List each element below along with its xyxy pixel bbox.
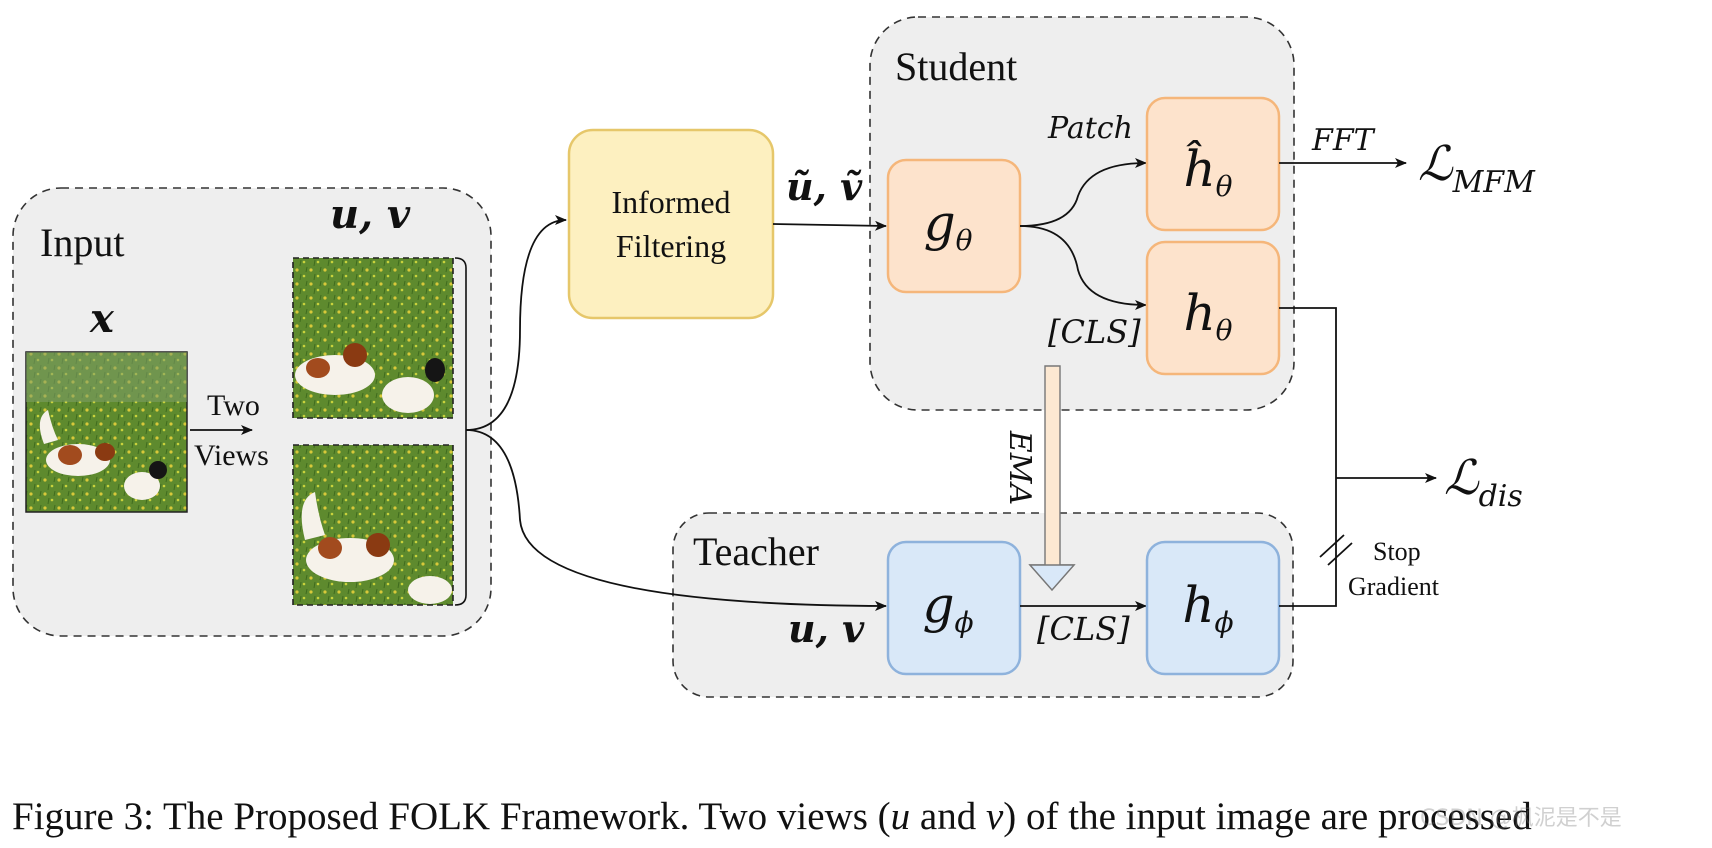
hphi-to-dis-line: [1279, 478, 1337, 607]
cls-teacher-label: [CLS]: [1037, 610, 1130, 648]
fft-label: FFT: [1311, 123, 1376, 158]
h-hat-theta-node: [1145, 96, 1281, 232]
cls-student-label: [CLS]: [1048, 313, 1141, 351]
htheta-to-dis-line: [1279, 307, 1337, 478]
watermark: CSDN @枫泥是不是: [1420, 806, 1622, 831]
folk-framework-diagram: Input Student Teacher x Two Views u, v: [12, 16, 1536, 698]
teacher-title: Teacher: [693, 529, 819, 574]
caption-suffix: ) of the input image are processed: [1003, 795, 1532, 838]
input-image: [25, 351, 188, 513]
g-theta-label: gθ: [924, 194, 973, 257]
views-bracket: [454, 257, 467, 606]
filter-label-line1: Informed: [611, 184, 730, 220]
h-hat-theta-label: ĥθ: [1183, 139, 1232, 203]
informed-filtering-node: [567, 128, 775, 320]
uv-top-label: u, v: [330, 191, 411, 238]
loss-dis: ℒdis: [1444, 450, 1523, 514]
views-label: Views: [194, 439, 269, 472]
loss-mfm: ℒMFM: [1418, 136, 1536, 200]
filter-to-gtheta-arrow: [772, 220, 887, 231]
two-label: Two: [207, 389, 260, 422]
gtheta-to-hhat-arrow: [1019, 158, 1147, 227]
caption-u: u: [890, 795, 911, 838]
to-filter-arrow: [465, 215, 567, 431]
patch-label: Patch: [1047, 111, 1133, 146]
student-title: Student: [895, 44, 1017, 89]
gtheta-to-htheta-arrow: [1019, 225, 1147, 310]
h-theta-label: hθ: [1183, 284, 1232, 347]
h-phi-label: hϕ: [1182, 576, 1233, 639]
gradient-label: Gradient: [1348, 572, 1440, 601]
h-phi-node: [1145, 540, 1281, 676]
g-phi-node: [886, 540, 1022, 676]
view-v-image: [292, 444, 454, 606]
caption-and: and: [910, 795, 986, 838]
caption-v: v: [985, 795, 1004, 838]
caption-prefix: Figure 3: The Proposed FOLK Framework. T…: [12, 795, 891, 838]
ema-label: EMA: [1002, 430, 1037, 505]
stop-label: Stop: [1373, 537, 1421, 566]
uv-teacher-label: u, v: [788, 606, 865, 651]
to-teacher-arrow: [465, 429, 887, 611]
filter-label-line2: Filtering: [616, 228, 726, 264]
uv-tilde-label: ũ, ṽ: [786, 164, 863, 209]
view-u-image: [292, 257, 454, 419]
g-phi-label: gϕ: [922, 576, 973, 639]
input-x-label: x: [89, 295, 115, 342]
figure-caption: Figure 3: The Proposed FOLK Framework. T…: [12, 792, 1702, 842]
stop-gradient-mark: [1319, 534, 1353, 566]
input-title: Input: [40, 220, 124, 265]
